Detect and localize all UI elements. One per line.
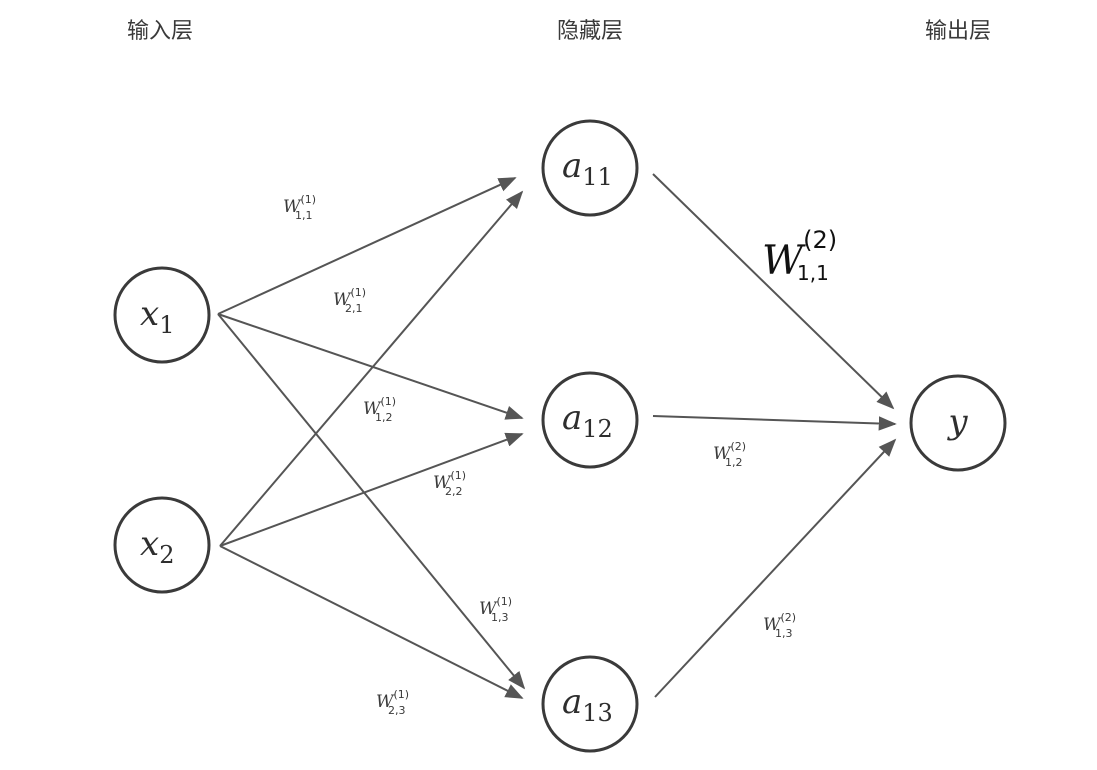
node-a11-subscript: 11 [582, 163, 613, 191]
edge-x2-a11 [219, 190, 524, 547]
node-a12-subscript: 12 [582, 415, 613, 443]
edge-a13-y [654, 438, 897, 698]
weight-label-w2-12: W(2)1,2 [713, 440, 746, 469]
node-a13-subscript: 13 [582, 699, 613, 727]
node-a11: a11 [541, 119, 639, 217]
svg-text:a13: a13 [562, 682, 613, 727]
weight-label-w1-23: W(1)2,3 [376, 688, 409, 717]
edge-x2-a13 [219, 545, 524, 699]
output-layer-label: 输出层 [925, 19, 991, 44]
svg-text:a12: a12 [562, 398, 613, 443]
edge-x2-a12 [219, 432, 524, 547]
node-y: y [909, 374, 1007, 472]
hidden-layer-label: 隐藏层 [557, 19, 623, 44]
node-a12-symbol: a [562, 398, 582, 438]
weight-label-w2-13: W(2)1,3 [763, 611, 796, 640]
svg-text:a11: a11 [562, 146, 613, 191]
weight-label-w1-12: W(1)1,2 [363, 395, 396, 424]
node-x2: x2 [113, 496, 211, 594]
node-a13-symbol: a [562, 682, 582, 722]
edge-x1-a12 [217, 313, 524, 420]
node-x1-subscript: 1 [159, 311, 174, 339]
edge-a11-y [652, 173, 895, 410]
node-a12: a12 [541, 371, 639, 469]
svg-text:x2: x2 [140, 524, 174, 569]
input-layer-label: 输入层 [127, 19, 193, 44]
edges-layer-1 [217, 177, 526, 699]
node-a11-symbol: a [562, 146, 582, 186]
node-y-symbol: y [946, 402, 968, 442]
edge-a12-y [652, 415, 897, 431]
weight-label-w2-11: W(2)1,1 [762, 226, 837, 285]
weight-label-w1-21: W(1)2,1 [333, 286, 366, 315]
edge-x1-a13 [217, 313, 526, 690]
node-a13: a13 [541, 655, 639, 753]
edges-layer-2 [652, 173, 897, 698]
weight-label-w1-22: W(1)2,2 [433, 469, 466, 498]
svg-text:x1: x1 [140, 294, 174, 339]
node-x1-symbol: x [140, 294, 159, 334]
weight-label-w1-13: W(1)1,3 [479, 595, 512, 624]
node-x2-symbol: x [140, 524, 159, 564]
node-x2-subscript: 2 [159, 541, 174, 569]
node-x1: x1 [113, 266, 211, 364]
edge-x1-a11 [217, 177, 517, 315]
weight-label-w1-11: W(1)1,1 [283, 193, 316, 222]
